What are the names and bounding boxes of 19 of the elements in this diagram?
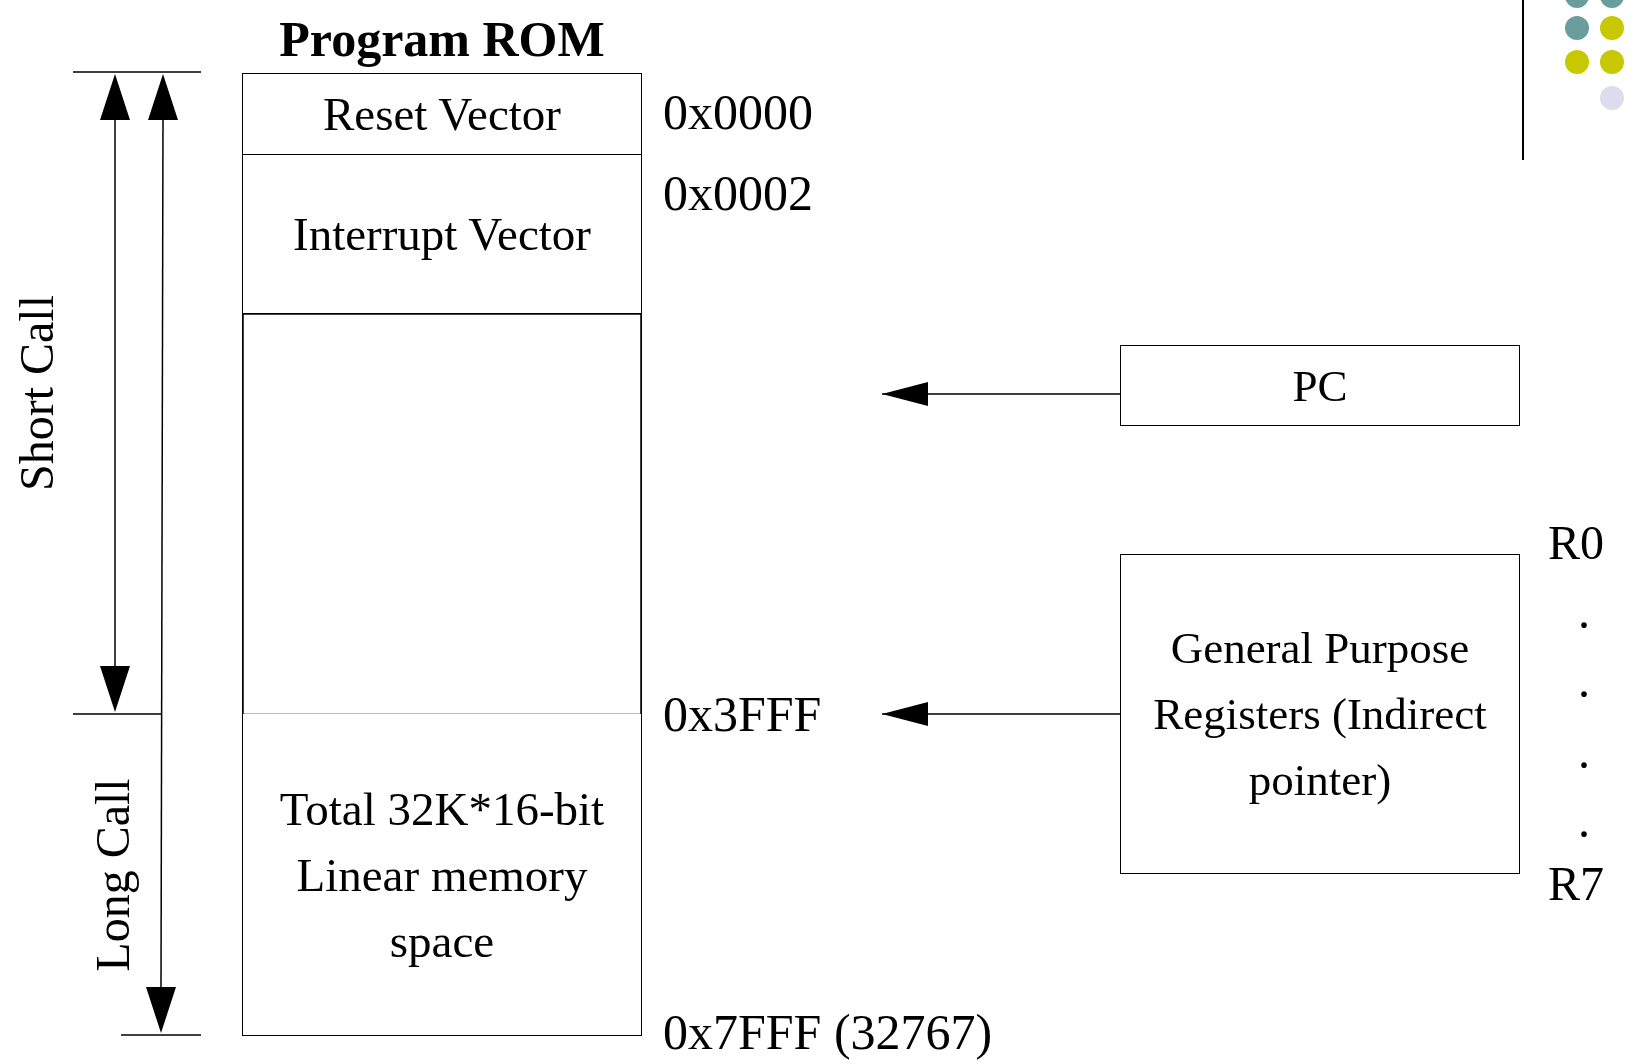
memory-region: Reset Vector	[243, 74, 641, 155]
dimension-label: Short Call	[13, 295, 61, 491]
empty-memory-region	[243, 313, 641, 715]
register-label: .	[1578, 588, 1590, 636]
register-label: R0	[1548, 519, 1604, 567]
register-label: R7	[1548, 860, 1604, 908]
register-label: .	[1578, 657, 1590, 705]
dimension-label: Long Call	[89, 778, 137, 972]
address-label: 0x0000	[663, 87, 813, 137]
arrow	[881, 702, 1121, 726]
register-label: .	[1578, 728, 1590, 776]
memory-region: Interrupt Vector	[243, 154, 641, 314]
address-label: 0x3FFF	[663, 689, 822, 739]
address-label: 0x0002	[663, 168, 813, 218]
memory-region: Total 32K*16-bit Linear memory space	[243, 714, 641, 1035]
arrow	[881, 382, 1121, 406]
register-box: General Purpose Registers (Indirect pointer)	[1120, 554, 1520, 874]
register-box: PC	[1120, 345, 1520, 426]
register-label: .	[1578, 797, 1590, 845]
